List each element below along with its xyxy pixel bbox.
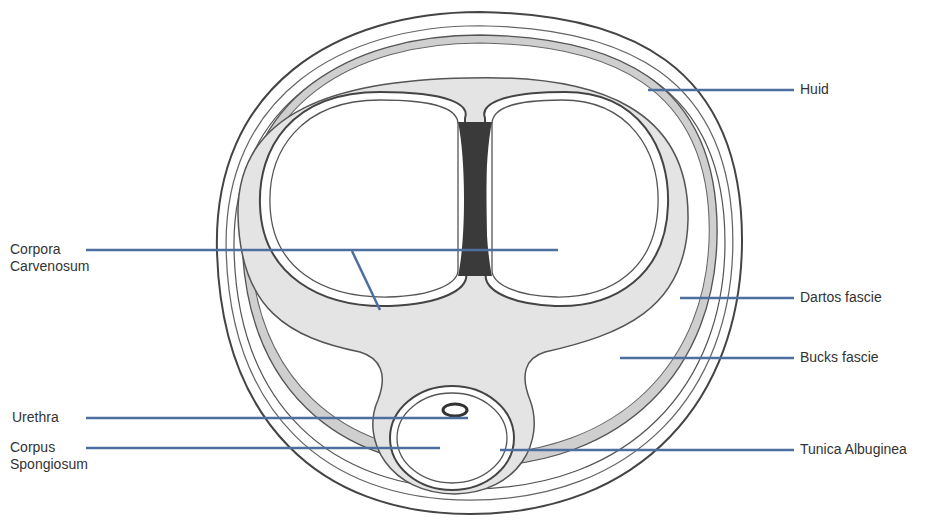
bucks-fascia <box>238 78 688 494</box>
part-label: Bucks fascie <box>800 349 879 366</box>
part-label: Tunica Albuginea <box>800 441 907 458</box>
corpus-cavernosum-right <box>484 92 668 306</box>
tunica-right <box>492 100 658 297</box>
part-label: Corpus Spongiosum <box>10 439 110 473</box>
leader-line <box>500 449 794 452</box>
leader-line <box>680 297 794 300</box>
tunica-spongiosum <box>397 393 507 483</box>
leader-line <box>86 417 468 420</box>
skin-outline <box>217 12 742 514</box>
part-label: Urethra <box>12 409 59 426</box>
septum <box>458 122 492 276</box>
part-label: Corpora Carvenosum <box>10 241 98 275</box>
leader-line <box>352 251 380 310</box>
corpus-spongiosum <box>390 386 514 490</box>
part-label: Huid <box>800 81 829 98</box>
leader-line <box>620 357 794 360</box>
skin-layer <box>226 26 733 500</box>
leader-line <box>86 249 558 252</box>
leader-line <box>648 89 794 92</box>
urethra <box>443 404 467 416</box>
tunica-left <box>270 100 458 297</box>
part-label: Dartos fascie <box>800 289 882 306</box>
leader-line <box>86 447 440 450</box>
leader-lines <box>86 90 794 450</box>
